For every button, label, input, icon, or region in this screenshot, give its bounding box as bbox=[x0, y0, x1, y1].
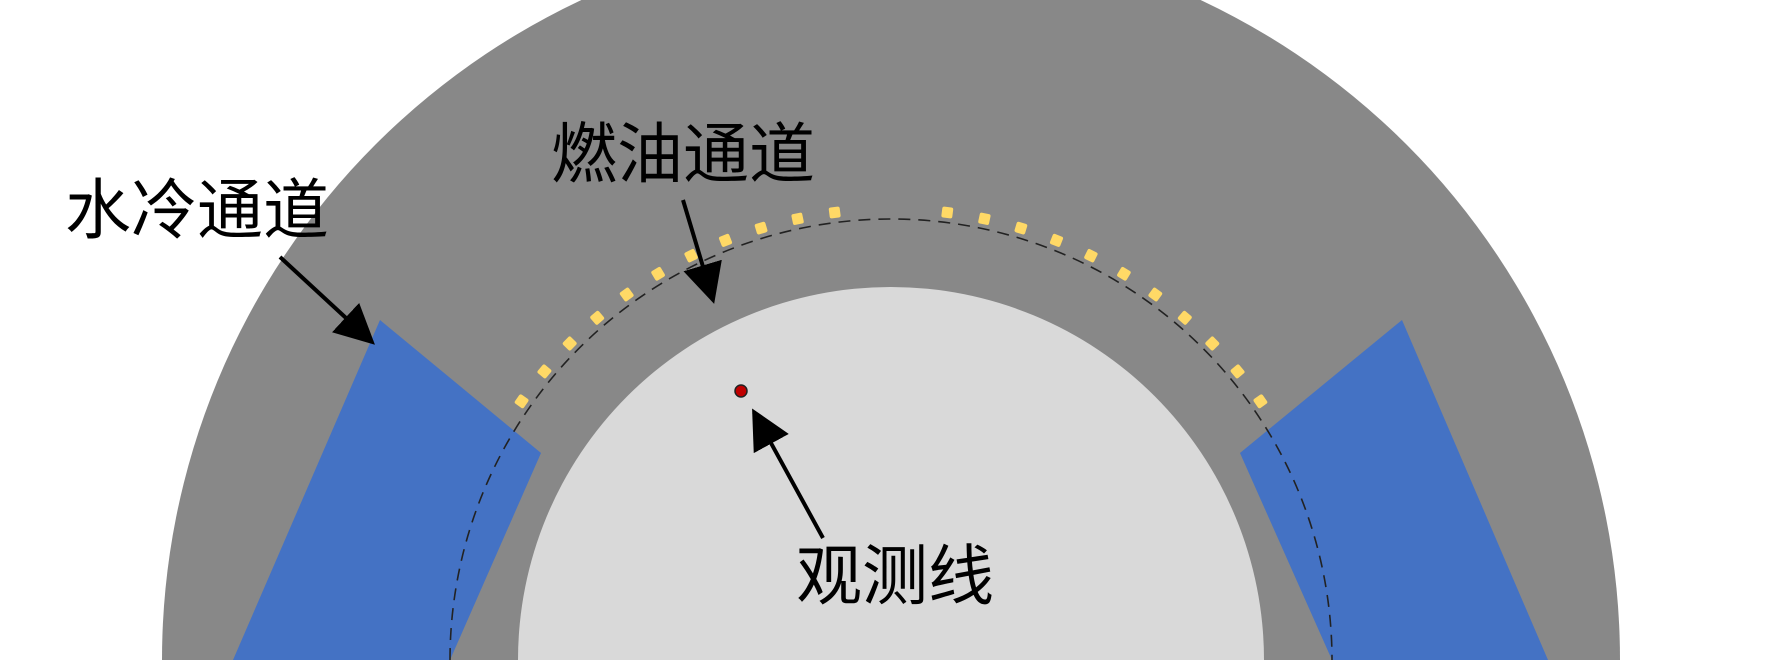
fuel-channel-arrow bbox=[681, 199, 722, 304]
observation-line-arrow bbox=[752, 408, 825, 539]
fuel-hole bbox=[1049, 233, 1064, 247]
observation-point bbox=[734, 384, 748, 398]
fuel-channel-holes bbox=[514, 206, 1268, 409]
fuel-hole bbox=[619, 287, 634, 302]
water-channel-left bbox=[233, 320, 541, 660]
fuel-hole bbox=[718, 233, 733, 247]
fuel-hole bbox=[651, 266, 665, 281]
observation-line-label: 观测线 bbox=[796, 538, 994, 615]
fuel-hole bbox=[828, 206, 841, 219]
fuel-hole bbox=[537, 364, 552, 379]
fuel-hole bbox=[1117, 266, 1131, 281]
fuel-hole bbox=[514, 394, 529, 409]
fuel-hole bbox=[684, 249, 698, 263]
fuel-hole bbox=[1014, 221, 1028, 235]
fuel-hole bbox=[978, 212, 991, 225]
fuel-hole bbox=[1230, 364, 1245, 379]
inner-bore bbox=[518, 287, 1264, 660]
fuel-hole bbox=[1177, 310, 1192, 325]
fuel-hole bbox=[1253, 394, 1268, 409]
fuel-hole bbox=[1084, 249, 1098, 263]
fuel-hole bbox=[791, 212, 804, 225]
water-channel-label: 水冷通道 bbox=[65, 172, 329, 249]
fuel-hole bbox=[562, 336, 577, 351]
fuel-hole bbox=[1205, 336, 1220, 351]
fuel-hole bbox=[590, 310, 605, 325]
water-channel-right bbox=[1240, 320, 1548, 660]
fuel-channel-circle bbox=[449, 218, 1333, 660]
water-channel-arrow bbox=[278, 255, 375, 345]
fuel-hole bbox=[1148, 287, 1163, 302]
fuel-channel-label: 燃油通道 bbox=[551, 116, 815, 193]
fuel-hole bbox=[754, 221, 768, 235]
fuel-hole bbox=[941, 206, 954, 219]
